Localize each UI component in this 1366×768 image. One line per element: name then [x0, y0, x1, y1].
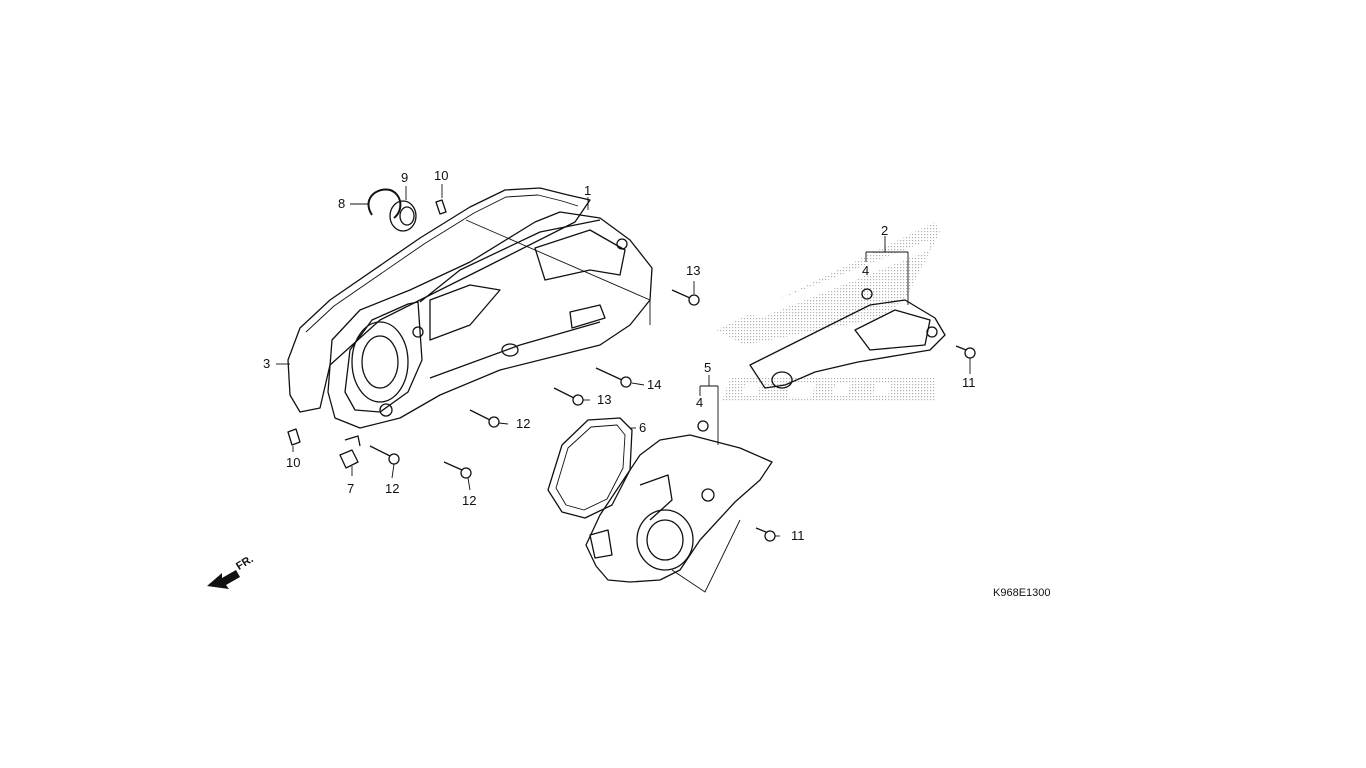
- honda-watermark-logo: [716, 222, 940, 402]
- part-label-6: 6: [639, 420, 647, 435]
- bolt-13a: [671, 289, 700, 306]
- part-label-8: 8: [338, 196, 346, 211]
- bolt-12a: [469, 409, 500, 428]
- collar-4a: [861, 288, 873, 300]
- part-label-14: 14: [647, 377, 662, 392]
- o-ring-6: [547, 417, 633, 519]
- part-label-13b: 13: [597, 392, 612, 407]
- part-label-10b: 10: [286, 455, 301, 470]
- dowel-pin-10a: [435, 199, 447, 215]
- bearing-9: [389, 200, 417, 232]
- part-label-12b: 12: [385, 481, 400, 496]
- bolt-12c: [443, 461, 472, 479]
- bolt-13b: [553, 387, 584, 406]
- bolt-12b: [369, 445, 400, 465]
- part-label-5: 5: [704, 360, 712, 375]
- part-label-12a: 12: [516, 416, 531, 431]
- clamp-7: [339, 435, 361, 469]
- collar-4b: [697, 420, 709, 432]
- left-crankcase-cover: [327, 211, 653, 429]
- cover-5: [585, 434, 773, 583]
- bolt-14: [595, 367, 632, 388]
- part-label-7: 7: [347, 481, 355, 496]
- diagram-code: K968E1300: [993, 587, 1051, 599]
- part-label-1: 1: [584, 183, 592, 198]
- part-label-2: 2: [881, 223, 889, 238]
- front-direction-arrow-icon: [207, 570, 240, 589]
- gasket-3: [287, 187, 591, 413]
- part-label-10a: 10: [434, 168, 449, 183]
- bolt-11b: [755, 527, 776, 542]
- part-label-11a: 11: [962, 375, 976, 390]
- part-label-13a: 13: [686, 263, 701, 278]
- part-label-11b: 11: [791, 528, 805, 543]
- part-label-12c: 12: [462, 493, 477, 508]
- part-label-4b: 4: [696, 395, 704, 410]
- dowel-pin-10b: [287, 428, 301, 446]
- part-label-4a: 4: [862, 263, 870, 278]
- part-label-9: 9: [401, 170, 409, 185]
- circlip-8: [367, 188, 402, 219]
- cover-2: [749, 299, 946, 389]
- bolt-11a: [955, 345, 976, 359]
- part-label-3: 3: [263, 356, 271, 371]
